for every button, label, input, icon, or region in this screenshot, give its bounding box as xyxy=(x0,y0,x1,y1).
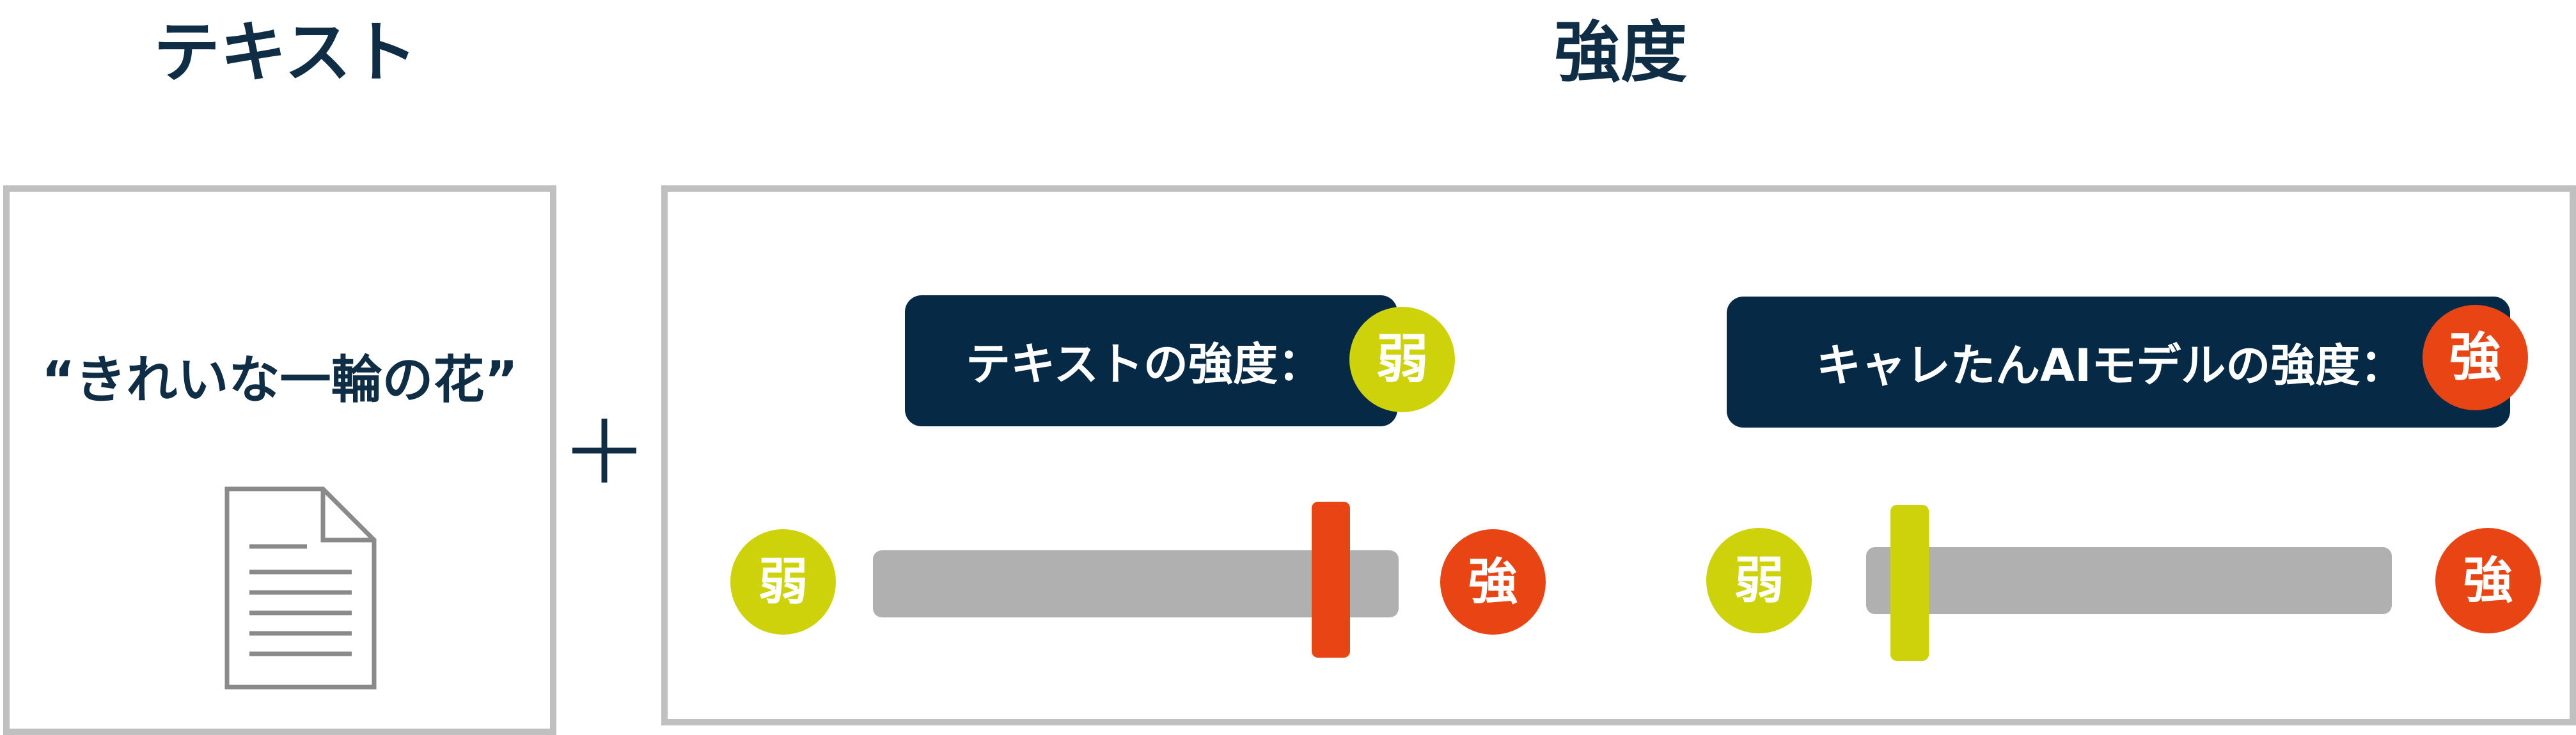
prompt-text: “きれいな一輪の花” xyxy=(41,350,519,410)
text-strength-min-label: 弱 xyxy=(730,529,836,635)
text-strength-max-label: 強 xyxy=(1440,529,1546,635)
text-strength-label-text: テキストの強度： xyxy=(966,338,1323,391)
document-icon xyxy=(224,486,377,690)
text-strength-slider-handle[interactable] xyxy=(1311,502,1350,658)
model-strength-min-label: 弱 xyxy=(1706,528,1812,633)
text-strength-label: テキストの強度： xyxy=(905,295,1397,426)
text-strength-value-badge: 弱 xyxy=(1349,307,1455,412)
model-strength-slider-handle[interactable] xyxy=(1890,505,1929,661)
model-strength-value-badge: 強 xyxy=(2423,305,2528,410)
strength-heading: 強度 xyxy=(1554,13,1688,91)
text-strength-slider-track[interactable] xyxy=(873,550,1399,617)
model-strength-slider-track[interactable] xyxy=(1866,547,2392,614)
text-heading: テキスト xyxy=(153,13,418,91)
model-strength-max-label: 強 xyxy=(2435,528,2541,633)
model-strength-label: キャレたんAIモデルの強度： xyxy=(1727,297,2510,428)
model-strength-label-text: キャレたんAIモデルの強度： xyxy=(1816,339,2405,392)
strength-panel xyxy=(661,185,2576,725)
text-panel: “きれいな一輪の花” xyxy=(3,185,556,735)
plus-icon xyxy=(572,419,636,483)
